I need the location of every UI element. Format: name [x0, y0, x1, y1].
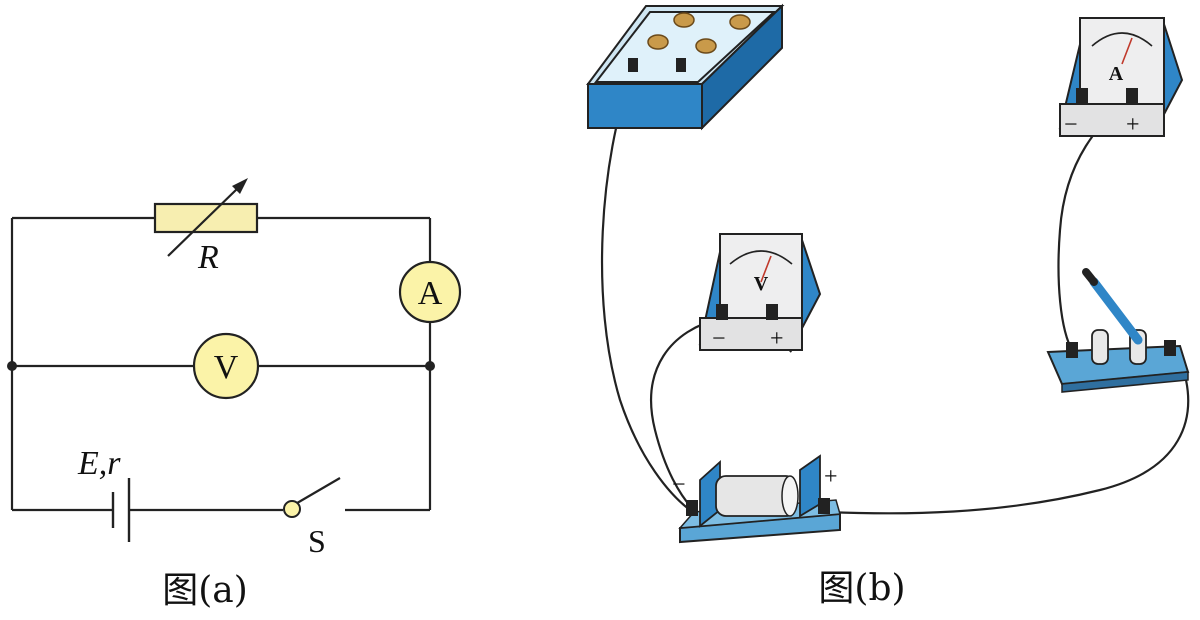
meter-needle	[760, 255, 772, 283]
meter-scale	[729, 250, 793, 265]
terminal-icon[interactable]	[716, 304, 728, 320]
voltmeter-minus-label: −	[712, 326, 726, 352]
resistor-label: R	[197, 239, 219, 276]
ammeter-face-label: A	[1109, 63, 1124, 85]
switch-handle-icon[interactable]	[1082, 268, 1098, 286]
switch-blade[interactable]	[1089, 277, 1143, 345]
caption-b: 图(b)	[818, 568, 905, 609]
terminal-icon[interactable]	[628, 58, 638, 72]
ammeter-plus-label: +	[1126, 112, 1140, 138]
battery-plus-label: +	[824, 464, 838, 490]
knob-icon[interactable]	[695, 38, 717, 54]
ammeter-symbol: A	[398, 260, 462, 324]
ammeter-minus-label: −	[1064, 112, 1078, 138]
wire-box-to-battery	[600, 71, 691, 511]
battery-symbol: E,r	[77, 445, 131, 542]
meter-scale	[1091, 32, 1153, 47]
caption-a: 图(a)	[162, 570, 248, 611]
resistance-box	[586, 3, 785, 131]
knife-switch-device	[1046, 268, 1190, 393]
ammeter-device: A − +	[1058, 16, 1184, 138]
battery-minus-label: −	[672, 472, 686, 498]
switch-label: S	[308, 523, 326, 559]
voltmeter-plus-label: +	[770, 326, 784, 352]
junction-dot-left	[7, 361, 17, 371]
wire-voltmeter-to-battery	[650, 316, 723, 509]
terminal-icon[interactable]	[818, 498, 830, 514]
knob-icon[interactable]	[673, 12, 695, 28]
terminal-icon[interactable]	[766, 304, 778, 320]
terminal-icon[interactable]	[686, 500, 698, 516]
adjust-arrow	[167, 187, 239, 257]
knob-icon[interactable]	[647, 34, 669, 50]
knob-icon[interactable]	[729, 14, 751, 30]
variable-resistor: R	[153, 178, 259, 276]
terminal-icon[interactable]	[1076, 88, 1088, 104]
terminal-icon[interactable]	[1164, 340, 1176, 356]
voltmeter-face-label: V	[754, 273, 769, 295]
terminal-icon[interactable]	[676, 58, 686, 72]
voltmeter-label: V	[214, 349, 239, 386]
battery-label: E,r	[77, 445, 121, 482]
voltmeter-device: V − +	[698, 232, 822, 352]
meter-needle	[1121, 37, 1133, 65]
wire-battery-to-switch	[827, 364, 1190, 515]
terminal-icon[interactable]	[1066, 342, 1078, 358]
switch-symbol: S	[283, 477, 341, 559]
terminal-icon[interactable]	[1126, 88, 1138, 104]
switch-clip	[1091, 329, 1109, 365]
junction-dot-right	[425, 361, 435, 371]
ammeter-label: A	[418, 275, 443, 312]
battery-holder-device: − +	[672, 454, 841, 544]
arrow-head-icon	[232, 178, 248, 194]
resistance-box-knobs	[647, 12, 751, 54]
voltmeter-symbol: V	[192, 332, 260, 400]
